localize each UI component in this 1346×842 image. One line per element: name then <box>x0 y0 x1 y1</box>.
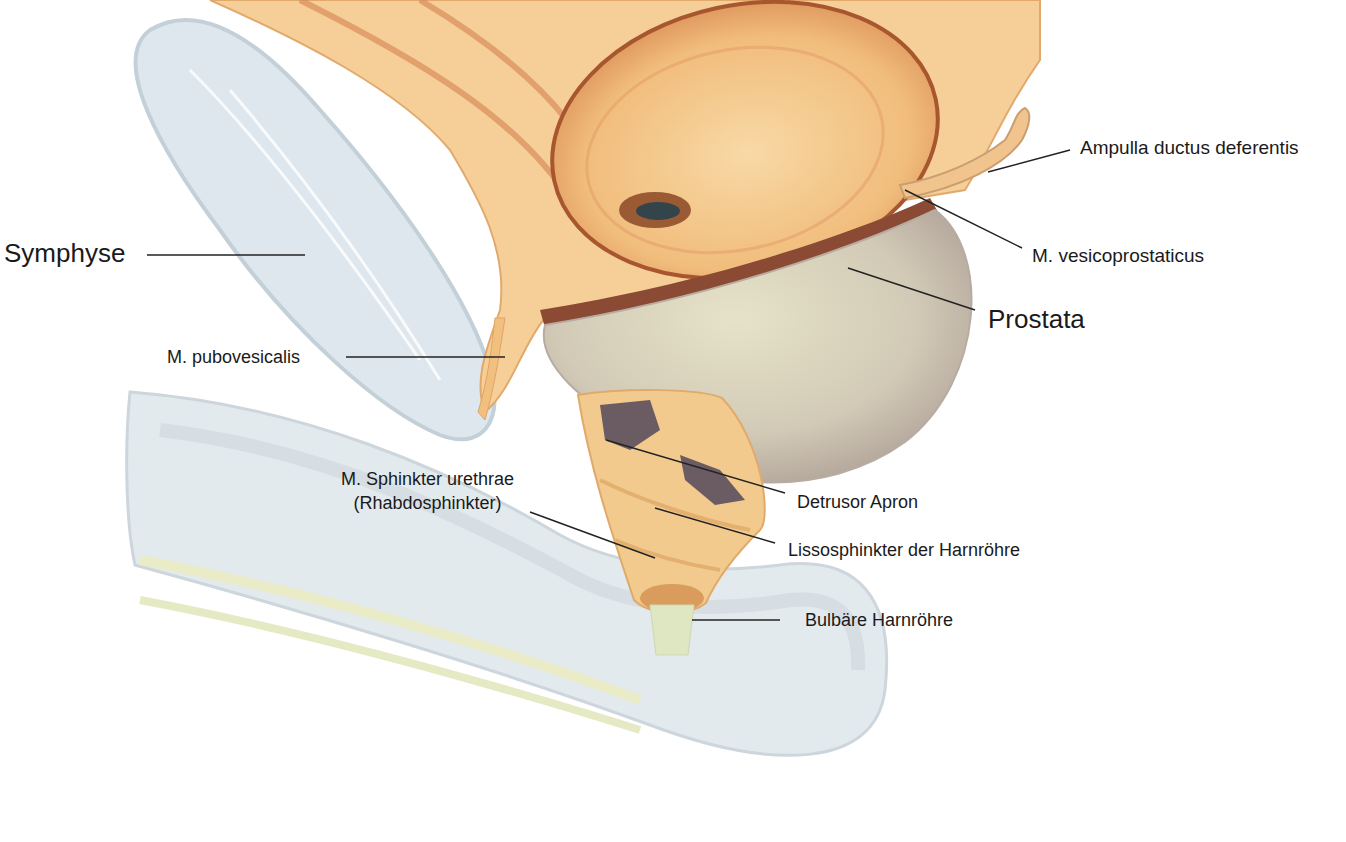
bone-texture <box>190 70 440 380</box>
leader-line <box>848 268 975 310</box>
leader-line <box>147 254 305 256</box>
leader-line <box>606 440 785 493</box>
corpus-stripe <box>140 560 640 700</box>
ampulla-duct <box>900 108 1029 198</box>
pubovesical-muscle <box>478 318 505 420</box>
leader-line <box>346 356 505 358</box>
urethral-orifice <box>636 202 680 220</box>
part-label: M. Sphinkter urethrae (Rhabdosphinkter) <box>305 467 550 516</box>
corpus-stripe <box>140 600 640 730</box>
part-label: Bulbäre Harnröhre <box>805 608 953 632</box>
part-label: M. vesicoprostaticus <box>1032 243 1204 269</box>
leader-line <box>692 619 780 621</box>
leader-line <box>988 150 1070 172</box>
part-label: Lissosphinkter der Harnröhre <box>788 538 1020 562</box>
leader-line <box>530 512 655 558</box>
part-label: Prostata <box>988 302 1085 337</box>
part-label: M. pubovesicalis <box>167 345 300 369</box>
urethral-orifice-rim <box>619 192 691 228</box>
leader-line <box>655 508 775 543</box>
sphincter-dark-patch <box>680 455 745 505</box>
sphincter-dark-patch <box>600 400 660 450</box>
sphincter-stripe <box>600 480 750 570</box>
urethral-sphincter <box>578 390 765 612</box>
part-label: Symphyse <box>4 236 125 271</box>
leader-lines <box>147 150 1070 620</box>
part-label: Ampulla ductus deferentis <box>1080 135 1299 161</box>
leader-line <box>905 190 1022 248</box>
bulbar-urethra <box>650 605 694 655</box>
part-label: Detrusor Apron <box>797 490 918 514</box>
